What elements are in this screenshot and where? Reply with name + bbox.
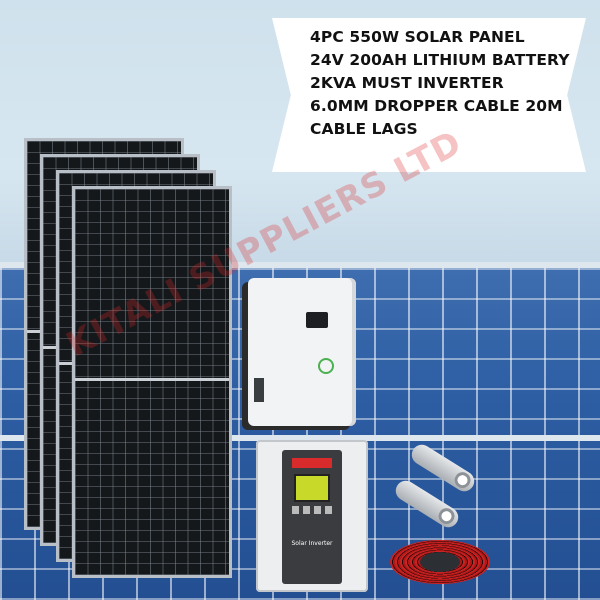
background-frame-rail	[0, 262, 600, 268]
inverter-label: Solar Inverter	[291, 540, 333, 547]
battery-handle	[254, 378, 264, 402]
promo-banner	[272, 18, 586, 172]
banner-line: 2KVA MUST INVERTER	[310, 74, 504, 92]
banner-line: 6.0MM DROPPER CABLE 20M	[310, 97, 563, 115]
inverter-keypad	[292, 506, 332, 514]
battery-display	[306, 312, 328, 328]
background-frame-rail	[0, 435, 600, 441]
solar-inverter: Solar Inverter	[256, 440, 368, 592]
banner-line: CABLE LAGS	[310, 120, 418, 138]
inverter-brand-logo-icon	[292, 458, 332, 468]
inverter-front-panel	[282, 450, 342, 584]
banner-line: 4PC 550W SOLAR PANEL	[310, 28, 525, 46]
banner-text-list: 4PC 550W SOLAR PANEL 24V 200AH LITHIUM B…	[310, 26, 590, 141]
banner-line: 24V 200AH LITHIUM BATTERY	[310, 51, 570, 69]
dropper-cable-coil	[390, 540, 490, 584]
inverter-lcd-display	[294, 474, 330, 502]
lithium-battery	[248, 278, 356, 426]
battery-logo-icon	[318, 358, 334, 374]
solar-panel	[72, 186, 232, 578]
